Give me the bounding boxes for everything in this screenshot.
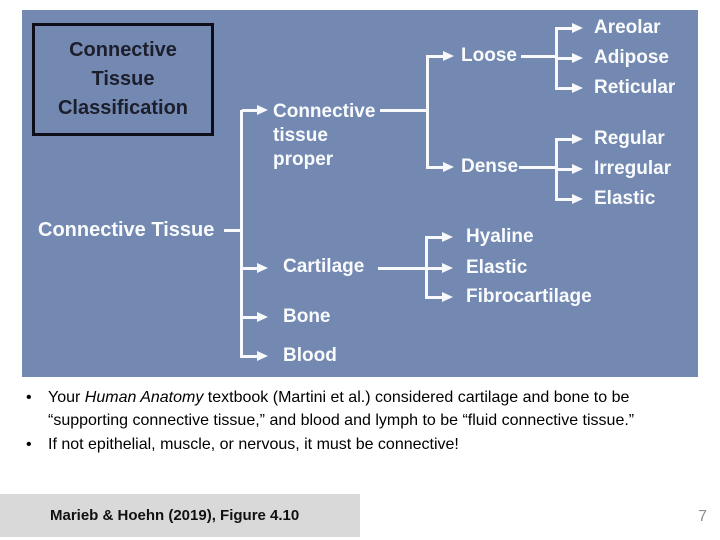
tree-connector-line bbox=[557, 87, 572, 90]
tree-connector-line bbox=[427, 236, 442, 239]
tree-node-dense: Dense bbox=[461, 156, 519, 177]
page-number: 7 bbox=[698, 508, 707, 525]
arrow-right-icon bbox=[257, 312, 268, 322]
arrow-right-icon bbox=[442, 232, 453, 242]
tree-connector-line bbox=[555, 27, 558, 90]
bullet-marker: • bbox=[26, 436, 32, 453]
tree-connector-line bbox=[557, 27, 572, 30]
notes-section: • Your Human Anatomy textbook (Martini e… bbox=[26, 386, 692, 457]
tree-connector-line bbox=[242, 355, 257, 358]
citation-text: Marieb & Hoehn (2019), Figure 4.10 bbox=[50, 507, 300, 524]
tree-connector-line bbox=[380, 109, 428, 112]
arrow-right-icon bbox=[572, 53, 583, 63]
bullet-item: • Your Human Anatomy textbook (Martini e… bbox=[26, 386, 692, 432]
tree-node-fibrocartilage: Fibrocartilage bbox=[466, 286, 592, 307]
tree-connector-line bbox=[521, 55, 557, 58]
tree-node-root: Connective Tissue bbox=[38, 219, 215, 241]
tree-connector-line bbox=[426, 55, 429, 169]
title-line-1: Connective bbox=[69, 39, 177, 61]
arrow-right-icon bbox=[572, 83, 583, 93]
arrow-right-icon bbox=[442, 263, 453, 273]
arrow-right-icon bbox=[443, 162, 454, 172]
arrow-right-icon bbox=[257, 263, 268, 273]
tree-connector-line bbox=[242, 316, 257, 319]
tree-connector-line bbox=[519, 166, 557, 169]
tree-connector-line bbox=[555, 138, 558, 201]
bullet-marker: • bbox=[26, 389, 32, 406]
tree-node-irregular: Irregular bbox=[594, 158, 672, 179]
arrow-right-icon bbox=[257, 351, 268, 361]
tree-connector-line bbox=[425, 236, 428, 299]
classification-diagram-panel: Connective Tissue Classification bbox=[22, 10, 698, 377]
tree-connector-line bbox=[557, 138, 572, 141]
tree-node-regular: Regular bbox=[594, 128, 665, 149]
title-line-3: Classification bbox=[57, 97, 189, 119]
tree-node-adipose: Adipose bbox=[594, 47, 669, 68]
tree-connector-line bbox=[557, 57, 572, 60]
arrow-right-icon bbox=[443, 51, 454, 61]
bullet-text: Your Human Anatomy textbook (Martini et … bbox=[48, 386, 692, 432]
bullet1-book-title: Human Anatomy bbox=[84, 389, 204, 406]
tree-node-elastic-dense: Elastic bbox=[594, 188, 656, 209]
tree-connector-line bbox=[240, 110, 243, 358]
arrow-right-icon bbox=[442, 292, 453, 302]
tree-connector-line bbox=[428, 166, 443, 169]
tree-node-reticular: Reticular bbox=[594, 77, 676, 98]
citation-box: Marieb & Hoehn (2019), Figure 4.10 bbox=[0, 494, 360, 537]
arrow-right-icon bbox=[572, 134, 583, 144]
bullet-text: If not epithelial, muscle, or nervous, i… bbox=[48, 436, 459, 453]
tree-connector-line bbox=[242, 267, 257, 270]
arrow-right-icon bbox=[572, 164, 583, 174]
tree-node-loose: Loose bbox=[461, 45, 517, 66]
tree-connector-line bbox=[427, 296, 442, 299]
arrow-right-icon bbox=[572, 23, 583, 33]
tree-connector-line bbox=[557, 168, 572, 171]
tree-connector-line bbox=[378, 267, 427, 270]
tree-node-areolar: Areolar bbox=[594, 17, 661, 38]
title-line-2: Tissue bbox=[91, 68, 155, 90]
bullet1-prefix: Your bbox=[48, 389, 85, 406]
title-box: Connective Tissue Classification bbox=[32, 23, 214, 136]
tree-node-bone: Bone bbox=[283, 306, 331, 327]
tree-node-connective-tissue-proper: Connective tissue proper bbox=[273, 101, 376, 170]
tree-node-cartilage: Cartilage bbox=[283, 256, 365, 277]
tree-connector-line bbox=[427, 267, 442, 270]
bullet-item: • If not epithelial, muscle, or nervous,… bbox=[26, 433, 692, 456]
tree-connector-line bbox=[557, 198, 572, 201]
arrow-right-icon bbox=[257, 105, 268, 115]
tree-connector-line bbox=[428, 55, 443, 58]
tree-node-hyaline: Hyaline bbox=[466, 226, 534, 247]
arrow-right-icon bbox=[572, 194, 583, 204]
bullet1-suffix: textbook (Martini et al.) considered car… bbox=[48, 389, 635, 429]
tree-connector-line bbox=[224, 229, 243, 232]
tree-connector-line bbox=[242, 109, 257, 112]
tree-node-blood: Blood bbox=[283, 345, 337, 366]
tree-node-elastic-cartilage: Elastic bbox=[466, 257, 528, 278]
